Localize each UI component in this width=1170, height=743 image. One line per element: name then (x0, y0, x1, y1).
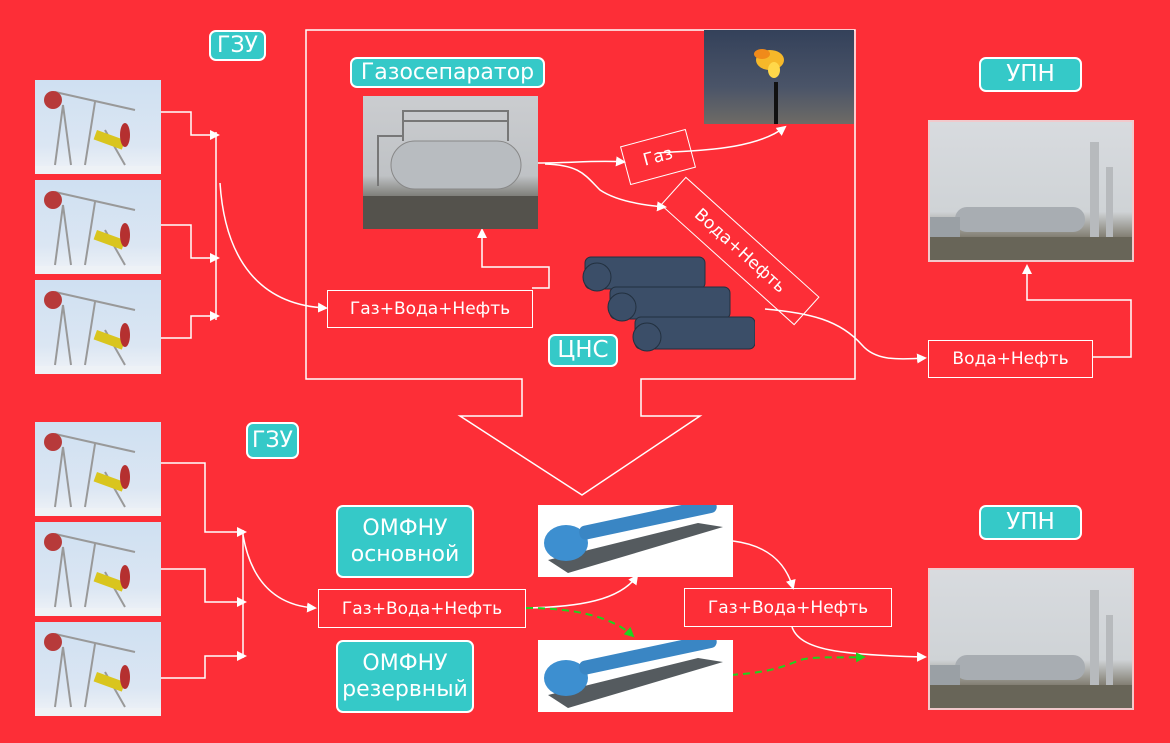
upn-plant-photo (928, 568, 1134, 710)
upn-label-top: УПН (979, 57, 1082, 92)
pump-jack-photo (35, 180, 161, 274)
omfnu-reserve-pump-photo (538, 640, 733, 712)
gas-separator-photo (363, 96, 538, 229)
omfnu-main-line1: ОМФНУ (362, 516, 448, 542)
cns-pump-label: ЦНС (548, 334, 618, 367)
pump-jack-photo (35, 280, 161, 374)
pump-jack-photo (35, 422, 161, 516)
centrifugal-pumps-photo (575, 245, 755, 365)
gzu-label-bottom: ГЗУ (246, 422, 299, 459)
upn-plant-photo (928, 120, 1134, 262)
upn-label-bottom: УПН (979, 505, 1082, 540)
pump-jack-photo (35, 80, 161, 174)
gzu-label-top: ГЗУ (209, 30, 266, 61)
pump-jack-photo (35, 622, 161, 716)
gas-flare-photo (704, 30, 854, 124)
omfnu-reserve-line1: ОМФНУ (362, 651, 448, 677)
omfnu-reserve-label: ОМФНУ резервный (336, 640, 474, 713)
omfnu-main-line2: основной (350, 541, 460, 567)
flow-inlet-bottom: Газ+Вода+Нефть (318, 589, 526, 628)
pump-jack-photo (35, 522, 161, 616)
flow-inlet-top: Газ+Вода+Нефть (327, 290, 533, 328)
omfnu-reserve-line2: резервный (342, 676, 468, 702)
omfnu-main-label: ОМФНУ основной (336, 505, 474, 578)
gas-separator-label: Газосепаратор (350, 57, 545, 88)
flow-water-oil-out: Вода+Нефть (928, 340, 1093, 378)
omfnu-main-pump-photo (538, 505, 733, 577)
processing-block-outline (305, 29, 856, 496)
flow-outlet-bottom: Газ+Вода+Нефть (684, 588, 892, 627)
